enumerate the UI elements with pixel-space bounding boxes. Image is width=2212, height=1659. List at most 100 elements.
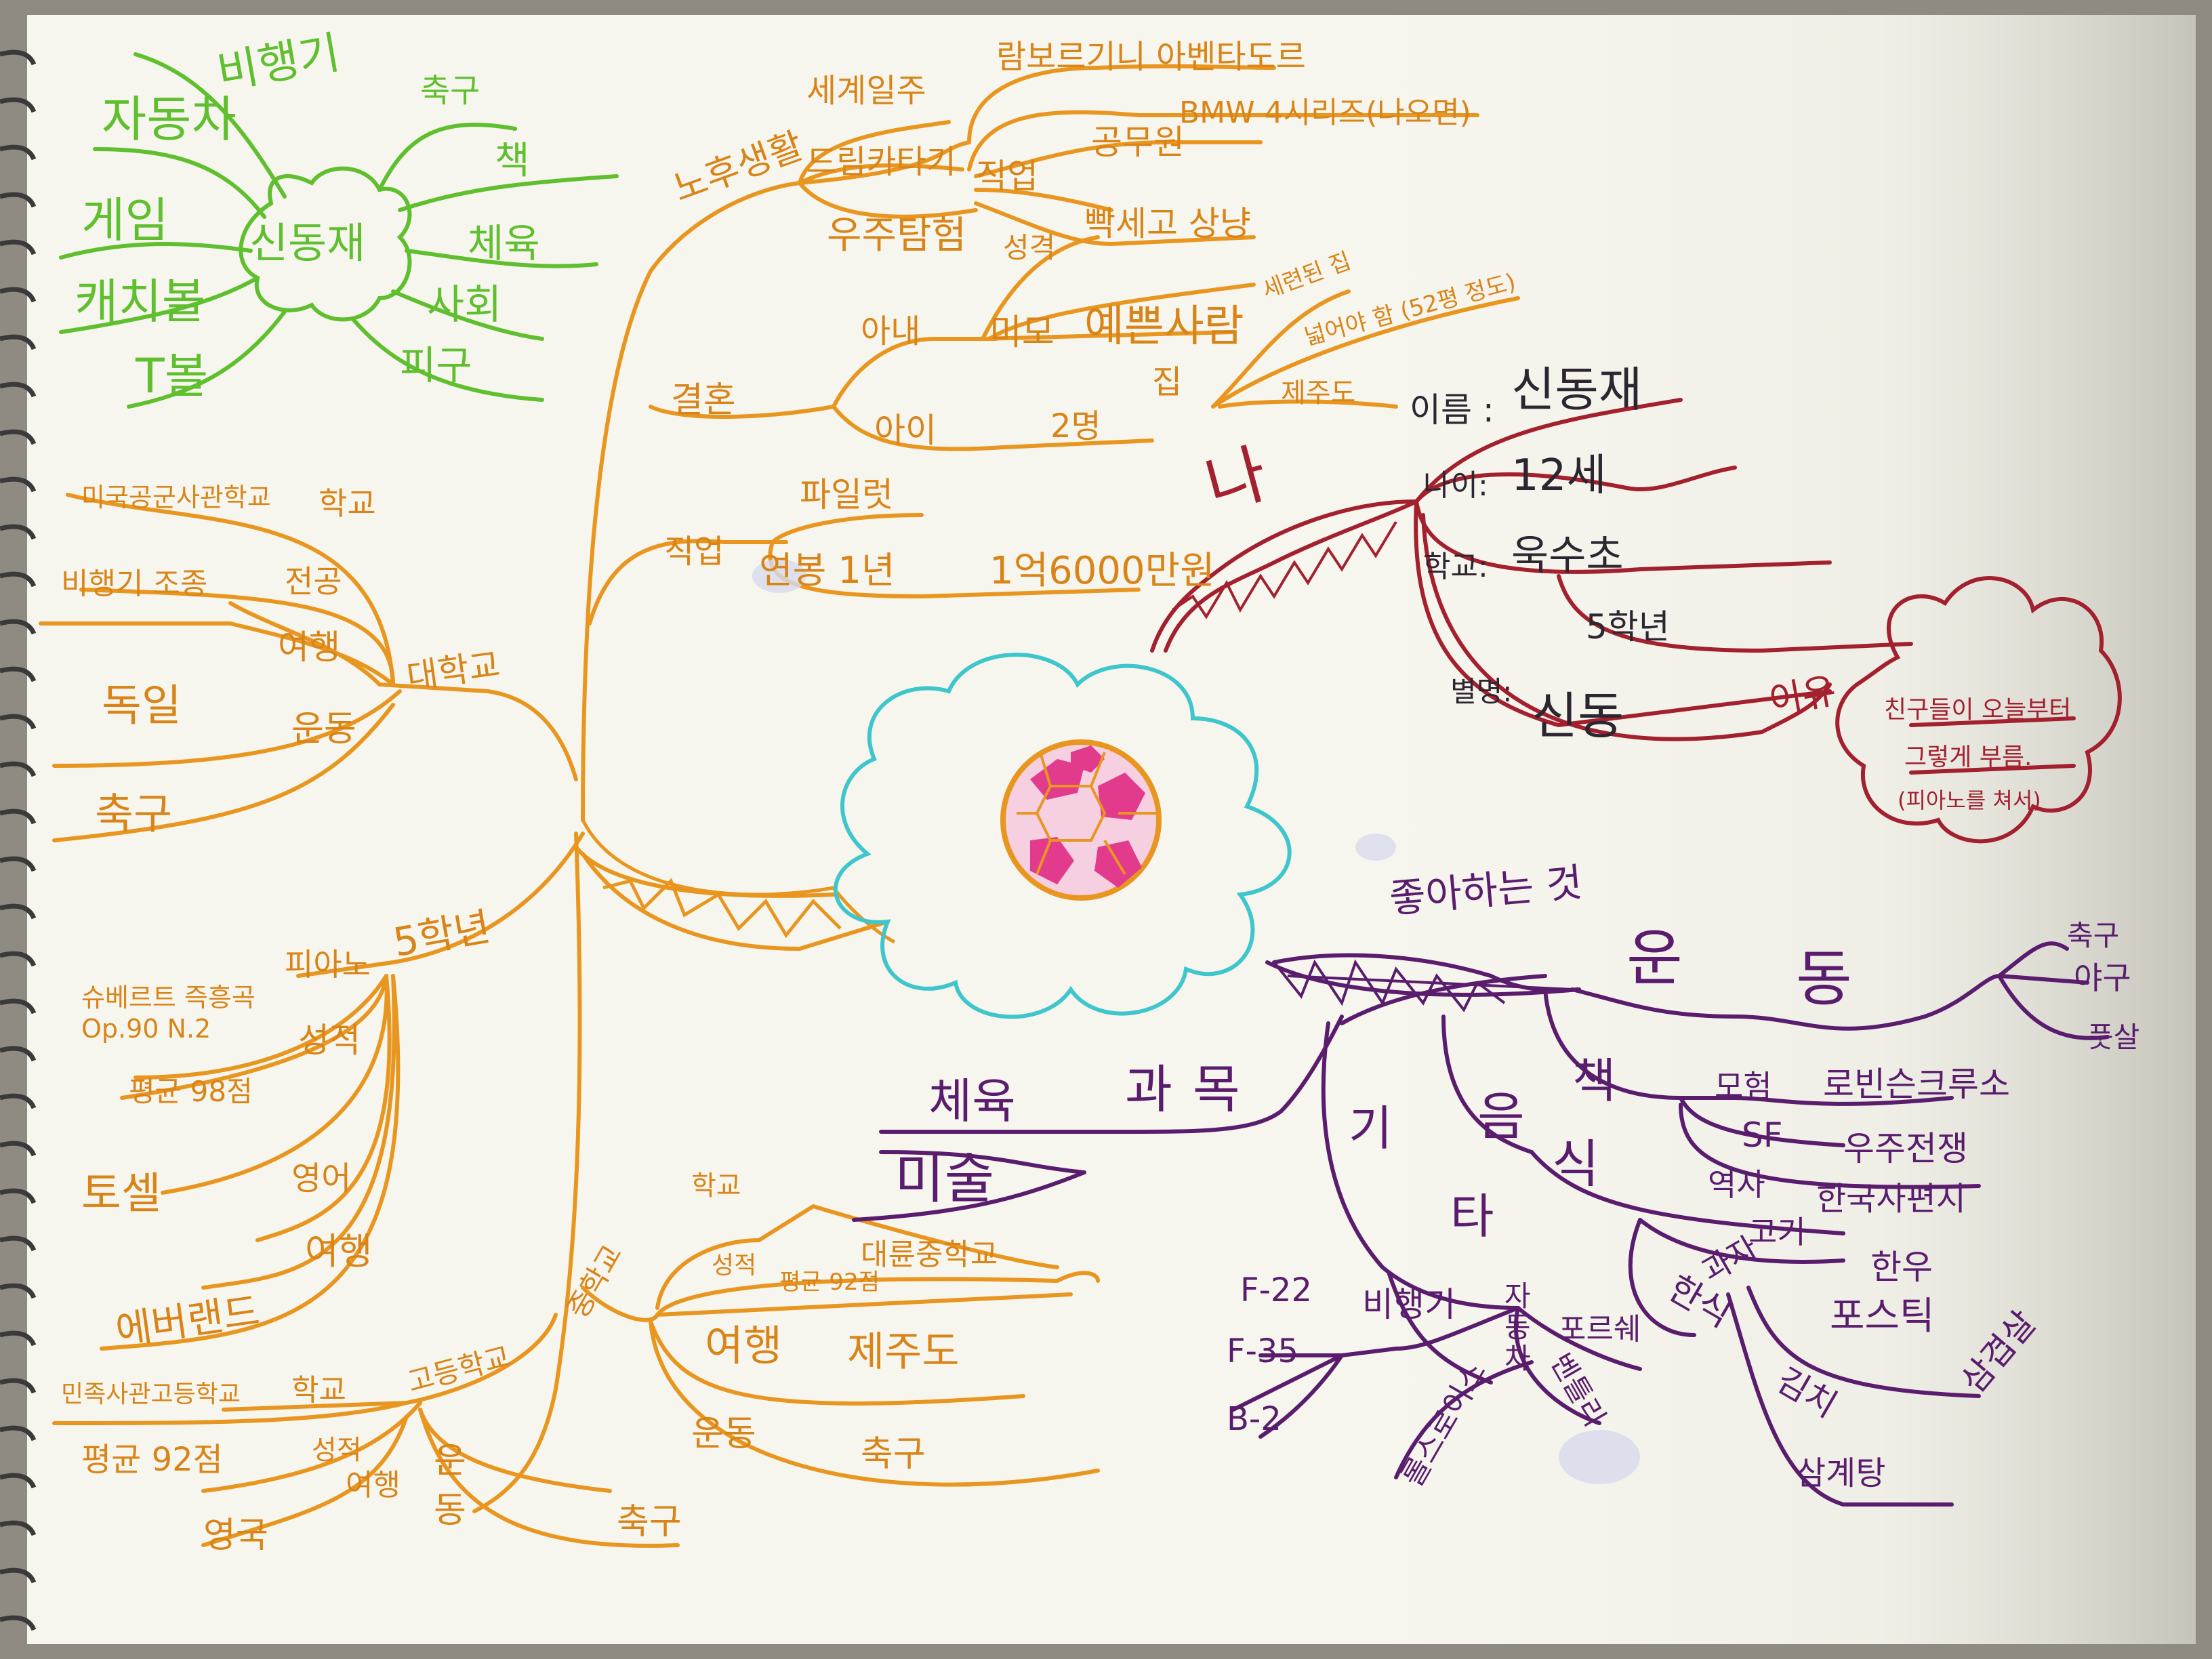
etc-label-2: 타 — [1450, 1189, 1494, 1244]
food-label-1: 음 — [1477, 1086, 1525, 1147]
nick-value: 신동 — [1532, 687, 1624, 745]
high-travel: 여행 — [346, 1468, 401, 1502]
univ-germany: 독일 — [102, 681, 182, 731]
old-age-item: 드림카타기 — [806, 143, 956, 181]
middle-travel: 여행 — [705, 1321, 783, 1370]
reason-tag: 이유 — [1765, 668, 1840, 723]
univ-school-tag: 학교 — [319, 485, 376, 522]
car-label: 자동차 — [1504, 1279, 1531, 1376]
paper-shadow — [1152, 15, 2196, 1644]
univ-travel: 여행 — [278, 628, 340, 667]
middle-school: 대륜중학교 — [861, 1237, 998, 1272]
univ-school: 미국공군사관학교 — [81, 483, 271, 512]
central-cloud — [834, 653, 1292, 1019]
school-tag: 학교: — [1423, 550, 1488, 584]
book-title: 로빈슨크루소 — [1823, 1065, 2010, 1104]
middle-grade-tag: 성적 — [712, 1252, 757, 1279]
pilot-label: 파일럿 — [800, 475, 893, 514]
child-count: 2명 — [1050, 407, 1101, 445]
book-genre: 역사 — [1708, 1166, 1765, 1203]
univ-sports: 운동 — [291, 709, 356, 750]
plane-item: F-35 — [1227, 1332, 1299, 1370]
grade5-english: 영어 — [291, 1160, 352, 1197]
car-item: 포르쉐 — [1559, 1312, 1641, 1347]
salary-label: 연봉 1년 — [759, 549, 895, 592]
middle-school-tag: 학교 — [691, 1170, 741, 1202]
name-tag: 이름 : — [1410, 390, 1494, 430]
orange-truss — [581, 819, 896, 944]
etc-label-1: 기 — [1349, 1101, 1393, 1156]
old-age-item: 우주탐험 — [827, 213, 967, 258]
job-label: 직업 — [664, 533, 724, 571]
middle-jeju: 제주도 — [847, 1328, 960, 1376]
old-age-item: 세계일주 — [806, 72, 926, 110]
grade5-grade-tag: 성적 — [298, 1021, 361, 1060]
green-item: 체육 — [468, 220, 540, 266]
name-value: 신동재 — [1511, 362, 1643, 417]
food-meat-value: 한우 — [1870, 1248, 1933, 1287]
red-branches — [1150, 398, 2122, 844]
univ-major-tag: 전공 — [285, 563, 342, 600]
sports-item: 풋살 — [2087, 1021, 2140, 1054]
soccer-ball-drawing — [1000, 739, 1162, 901]
middle-sports: 운동 — [691, 1414, 756, 1454]
looks-label: 미모 — [989, 312, 1054, 353]
green-item: 캐치볼 — [75, 274, 206, 329]
plane-item: F-22 — [1240, 1271, 1313, 1309]
books-label: 책 — [1572, 1053, 1616, 1109]
high-school-tag: 학교 — [291, 1373, 346, 1408]
sports-label-2: 동 — [1796, 943, 1852, 1015]
green-center: 신동재 — [249, 218, 366, 268]
green-item: 사회 — [427, 281, 502, 329]
high-grade: 평균 92점 — [81, 1441, 223, 1479]
grade5-avg: 평균 98점 — [129, 1075, 253, 1108]
grade5-tosel: 토셀 — [81, 1169, 161, 1219]
middle-soccer: 축구 — [861, 1434, 926, 1475]
subject-label: 과목 — [1125, 1059, 1261, 1120]
food-meat: 고기 — [1748, 1214, 1806, 1250]
food-label-2: 식 — [1552, 1134, 1599, 1194]
middle-grade: 평균 92점 — [779, 1269, 880, 1296]
green-branches — [59, 52, 619, 409]
subject-item: 체육 — [928, 1073, 1016, 1129]
child-label: 아이 — [874, 411, 937, 450]
grade5-travel: 여행 — [305, 1230, 373, 1273]
car-item: 람보르기니 아벤타도르 — [996, 38, 1306, 76]
high-school: 민족사관고등학교 — [61, 1380, 241, 1408]
nick-tag: 별명: — [1450, 675, 1513, 708]
univ-soccer: 축구 — [95, 789, 173, 838]
purple-truss — [1273, 959, 1573, 1012]
green-item: 게임 — [81, 192, 169, 248]
book-title: 한국사편지 — [1816, 1180, 1966, 1218]
sports-label-1: 운 — [1626, 923, 1683, 994]
green-item: T볼 — [136, 348, 209, 404]
wife-label: 아내 — [861, 312, 921, 350]
job2-label: 직업 — [976, 157, 1038, 196]
reason-line: (피아노를 쳐서) — [1898, 787, 2041, 813]
univ-major: 비행기 조종 — [61, 567, 208, 601]
personality-label: 성격 — [1003, 231, 1056, 264]
high-grade-tag: 성적 — [312, 1435, 362, 1466]
red-truss — [1171, 520, 1397, 619]
book-genre: SF — [1742, 1115, 1783, 1155]
purple-branches — [852, 941, 2110, 1507]
pretty-value: 예쁜사람 — [1084, 302, 1244, 352]
personality-value: 빡세고 상냥 — [1084, 204, 1251, 243]
high-uk: 영국 — [203, 1515, 268, 1556]
school-value: 욱수초 — [1511, 532, 1624, 579]
sports-item: 축구 — [2067, 919, 2120, 952]
high-soccer: 축구 — [617, 1502, 682, 1542]
green-item: 피구 — [400, 342, 472, 388]
plane-label: 비행기 — [1362, 1285, 1456, 1324]
reason-line: 친구들이 오늘부터 — [1884, 696, 2072, 724]
subject-item: 미술 — [895, 1147, 995, 1210]
age-value: 12세 — [1511, 451, 1607, 501]
reason-line: 그렇게 부름. — [1904, 743, 2032, 771]
book-title: 우주전쟁 — [1843, 1129, 1968, 1168]
house-item: 제주도 — [1281, 377, 1356, 409]
grade-value: 5학년 — [1586, 607, 1670, 647]
green-item: 책 — [495, 139, 530, 183]
book-genre: 모험 — [1715, 1068, 1772, 1105]
food-snack-value: 포스틱 — [1830, 1294, 1935, 1338]
